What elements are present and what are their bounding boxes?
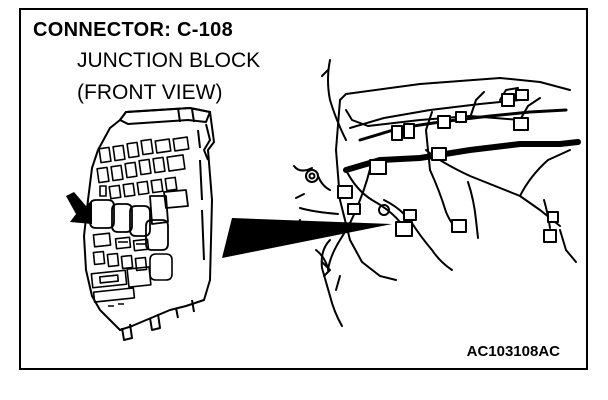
diagram-frame: CONNECTOR: C-108 JUNCTION BLOCK (FRONT V… — [19, 8, 588, 370]
component-name: JUNCTION BLOCK — [77, 49, 261, 72]
view-label: (FRONT VIEW) — [77, 81, 223, 104]
figure-code: AC103108AC — [466, 343, 560, 360]
connector-heading: CONNECTOR: C-108 — [33, 19, 234, 41]
